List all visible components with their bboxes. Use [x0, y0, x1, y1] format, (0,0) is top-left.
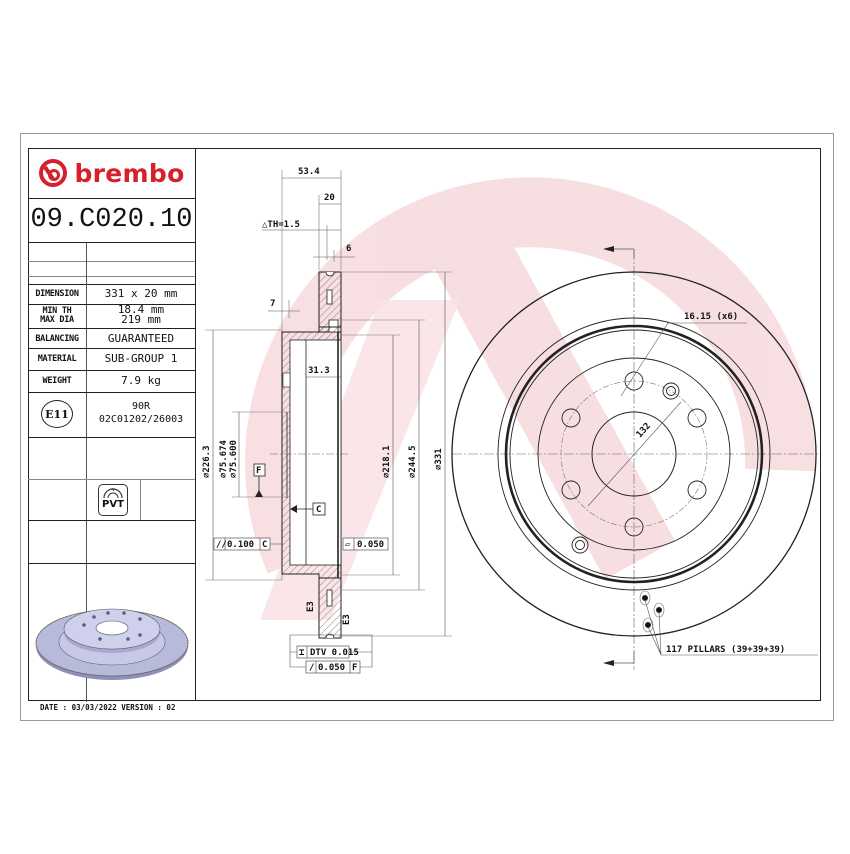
datum-c: C — [316, 505, 321, 515]
dtv-symbol: ⌶ — [299, 648, 305, 658]
date-version: DATE : 03/03/2022 VERSION : 02 — [40, 703, 176, 712]
drawing-frame — [28, 148, 821, 701]
runout-datum: F — [352, 663, 357, 673]
pillars-label: 117 PILLARS (39+39+39) — [666, 645, 785, 655]
e11-mark-icon: E11 — [41, 400, 73, 428]
surface-mark-left: E3 — [306, 601, 316, 612]
part-number: 09.C020.10 — [30, 205, 193, 235]
outer-frame — [20, 133, 834, 721]
dim-friction-diameter: ⌀244.5 — [408, 445, 418, 478]
flatness-symbol: ▱ — [345, 540, 351, 550]
runout-symbol: / — [309, 663, 314, 673]
dim-delta-th: △TH=1.5 — [262, 220, 300, 230]
dim-hole-diameter: 16.15 (x6) — [684, 312, 738, 322]
dim-thickness: 20 — [324, 193, 335, 203]
dim-hat-diameter: ⌀226.3 — [202, 445, 212, 478]
parallelism-value: 0.100 — [227, 540, 254, 550]
runout-value: 0.050 — [318, 663, 345, 673]
parallelism-symbol: // — [216, 540, 227, 550]
brand-name: brembo — [74, 158, 185, 188]
front-view — [451, 246, 820, 670]
surface-mark-right: E3 — [342, 614, 352, 625]
parallelism-datum: C — [262, 540, 267, 550]
dim-hat-depth: 31.3 — [308, 366, 330, 376]
dim-hat-flange: 7 — [270, 299, 275, 309]
dim-overall-width: 53.4 — [298, 167, 320, 177]
section-view — [205, 170, 452, 674]
dim-outer-diameter: ⌀331 — [434, 448, 444, 470]
dim-pillar: 6 — [346, 244, 351, 254]
dim-bore-max: ⌀75.674 — [219, 439, 229, 478]
dtv-value: DTV 0.015 — [310, 648, 359, 658]
title-block: brembo 09.C020.10 DIMENSION 331 x 20 mm … — [28, 148, 196, 702]
pvt-badge: PVT — [98, 484, 128, 516]
dim-pcd: 132 — [635, 421, 653, 440]
brand-logo: brembo — [28, 148, 195, 198]
dim-bore-min: ⌀75.600 — [229, 440, 239, 478]
flatness-value: 0.050 — [357, 540, 384, 550]
pvt-disc-icon — [103, 487, 123, 499]
brembo-logo-icon — [39, 159, 68, 187]
disc-3d-render — [28, 563, 196, 701]
datum-f: F — [256, 466, 261, 476]
dim-inner-diameter: ⌀218.1 — [382, 445, 392, 478]
